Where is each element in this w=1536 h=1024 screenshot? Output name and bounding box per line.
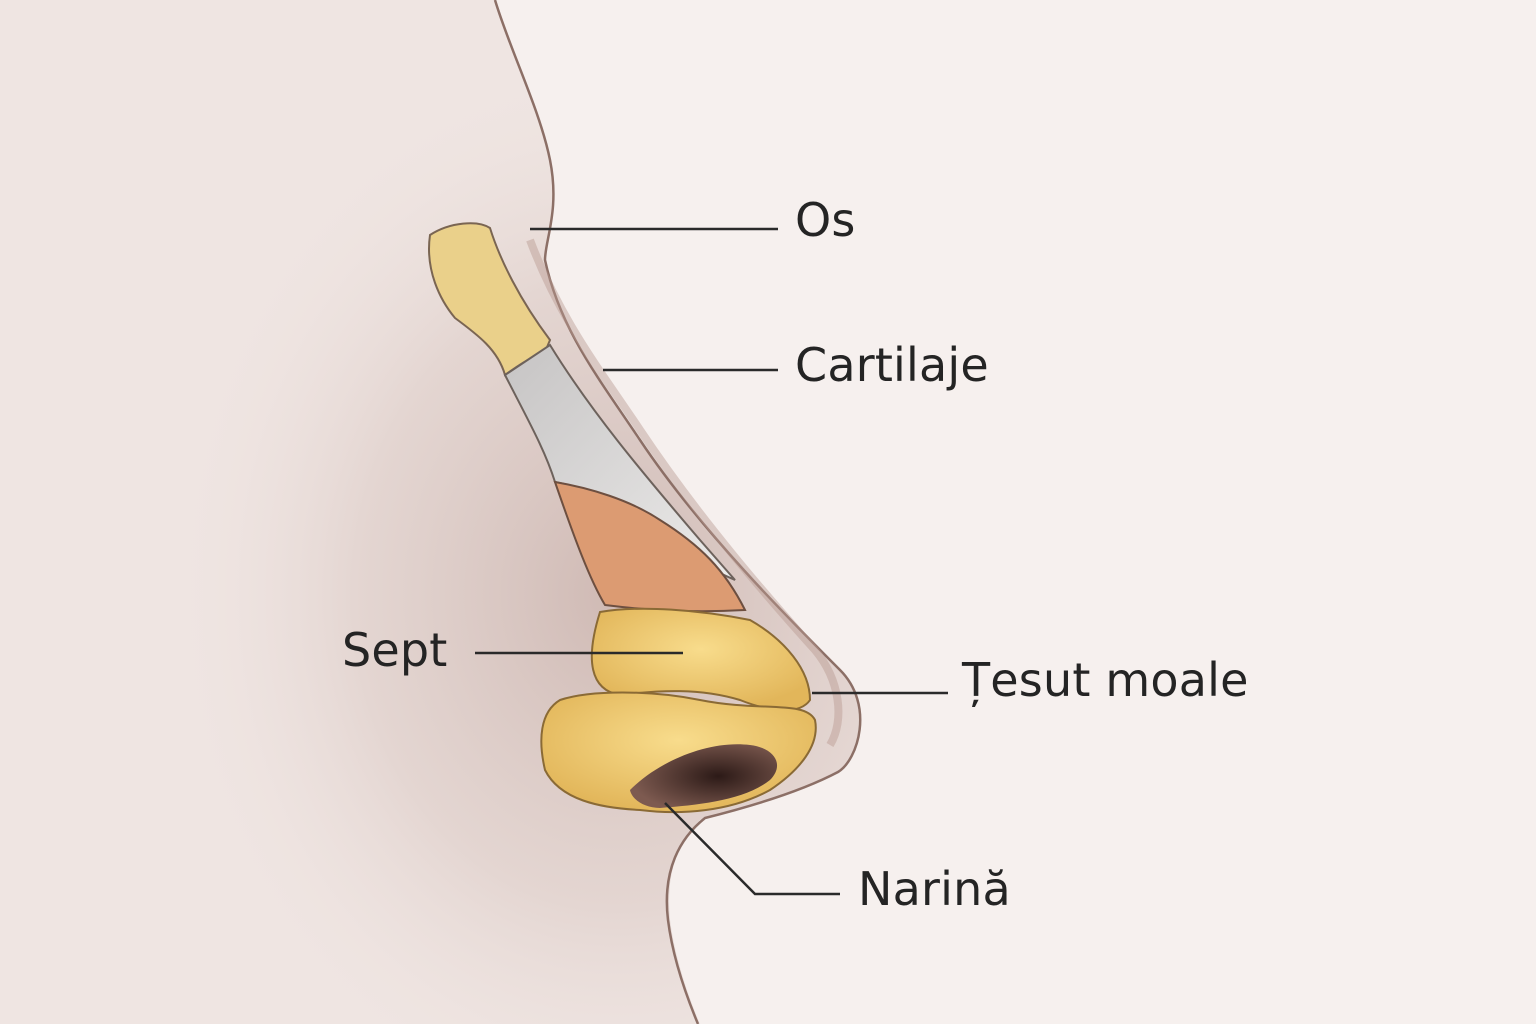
leader-line-narina [664,802,840,896]
label-cartilaje: Cartilaje [795,338,989,392]
label-sept: Sept [342,623,448,677]
leader-lines [475,227,948,896]
label-narina: Narină [858,862,1011,916]
label-os: Os [795,193,856,247]
lower-cartilage-shape [553,480,747,613]
label-tesut-moale: Țesut moale [962,653,1249,707]
nostril-shape [630,744,778,808]
profile-outline [493,0,862,1024]
